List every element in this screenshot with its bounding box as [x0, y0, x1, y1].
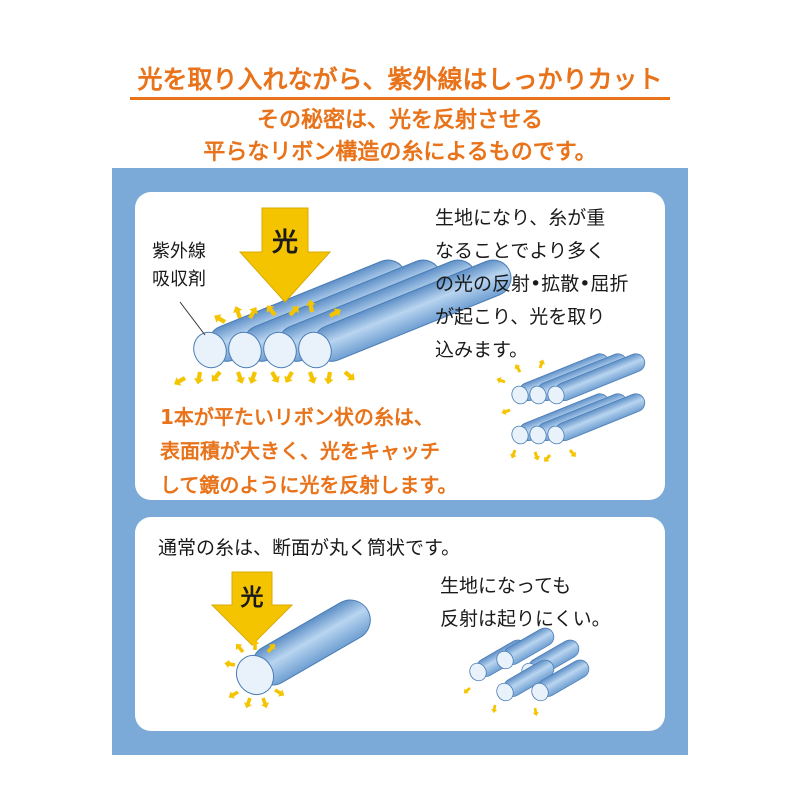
round-description-line: 反射は起りにくい。	[440, 608, 611, 630]
highlight-line: 表面積が大きく、光をキャッチ	[160, 439, 440, 463]
description-line: の光の反射•拡散•屈折	[435, 273, 629, 295]
uv-absorber-label: 紫外線 吸収剤	[152, 238, 206, 294]
description-line: が起こり、光を取り	[435, 306, 606, 328]
description-line: 込みます。	[435, 339, 529, 361]
round-yarn-panel	[135, 517, 665, 731]
round-yarn-description: 生地になっても 反射は起りにくい。	[440, 570, 611, 636]
ribbon-description: 生地になり、糸が重 なることでより多く の光の反射•拡散•屈折 が起こり、光を取…	[435, 202, 628, 367]
light-arrow-icon	[238, 207, 332, 303]
ribbon-fabric-illustration	[495, 353, 646, 465]
highlight-line: 1本が平たいリボン状の糸は、	[160, 405, 434, 429]
round-fiber	[235, 599, 371, 696]
page-title: 光を取り入れながら、紫外線はしっかりカット	[137, 65, 663, 94]
uv-label-line-1: 紫外線	[152, 241, 206, 262]
round-fabric-illustration	[461, 627, 590, 717]
subtitle-line-2: 平らなリボン構造の糸によるものです。	[203, 140, 597, 165]
light-arrow-icon-bottom	[210, 571, 294, 646]
round-yarn-heading: 通常の糸は、断面が丸く筒状です。	[158, 537, 461, 559]
light-label: 光	[271, 228, 298, 258]
uv-label-line-2: 吸収剤	[152, 269, 206, 290]
description-line: 生地になり、糸が重	[435, 207, 606, 229]
subtitle-line-1: その秘密は、光を反射させる	[256, 108, 543, 133]
round-description-line: 生地になっても	[440, 575, 572, 597]
light-label-bottom: 光	[240, 585, 264, 611]
highlight-line: して鏡のように光を反射します。	[160, 473, 458, 497]
ribbon-highlight: 1本が平たいリボン状の糸は、 表面積が大きく、光をキャッチ して鏡のように光を反…	[160, 400, 457, 502]
page-subtitle: その秘密は、光を反射させる 平らなリボン構造の糸によるものです。	[140, 105, 660, 169]
description-line: なることでより多く	[435, 240, 606, 262]
ribbon-fiber-bundle	[193, 259, 512, 369]
title-underline	[130, 97, 670, 100]
